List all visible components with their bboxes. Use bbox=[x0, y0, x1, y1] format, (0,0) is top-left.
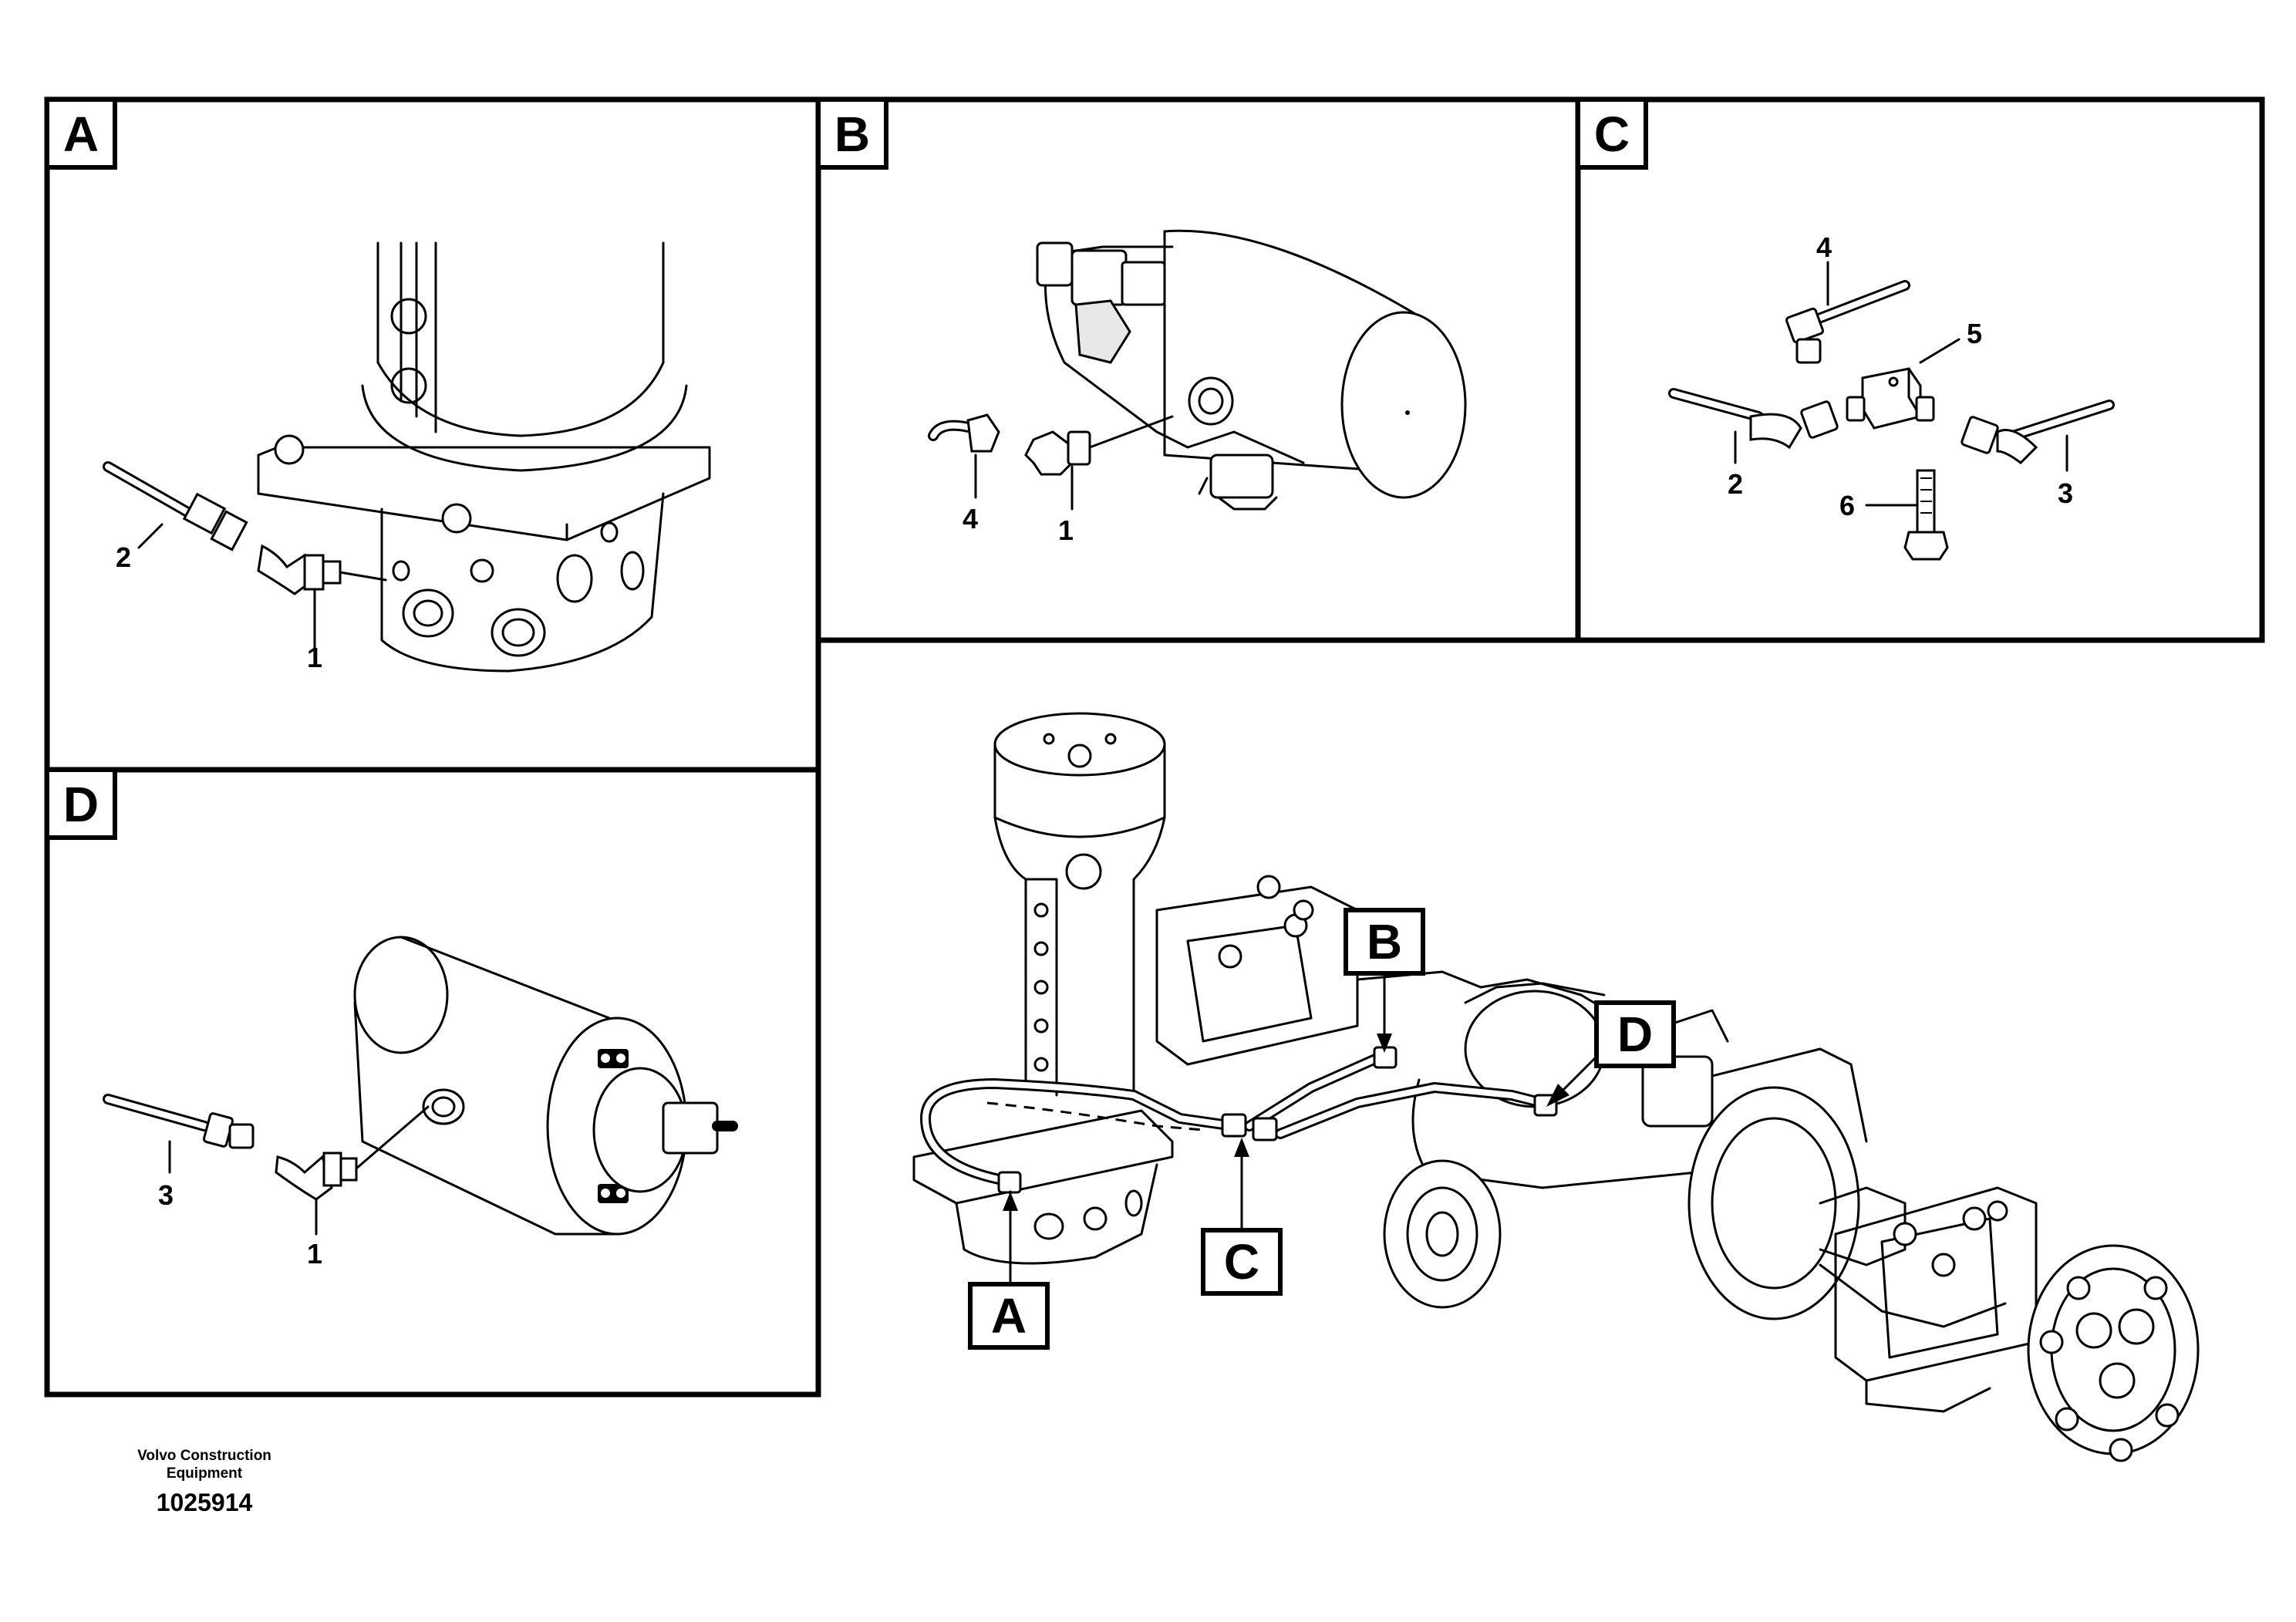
overview-label-d-text: D bbox=[1617, 1007, 1653, 1062]
hose-icon bbox=[103, 1094, 255, 1149]
callout-leader-2 bbox=[137, 523, 164, 549]
panel-d-label: D bbox=[63, 777, 99, 832]
panel-b-label: B bbox=[834, 106, 870, 162]
hose-icon bbox=[103, 461, 248, 551]
overview-label-c-text: C bbox=[1224, 1234, 1259, 1290]
drawing-number: 1025914 bbox=[156, 1489, 253, 1516]
overview-label-d: D bbox=[1546, 1000, 1676, 1107]
callout-2: 2 bbox=[116, 541, 131, 573]
callout-4: 4 bbox=[963, 503, 978, 534]
hose-icon bbox=[1668, 388, 1839, 450]
panel-b-label-box bbox=[816, 97, 888, 170]
panel-c-label: C bbox=[1594, 106, 1630, 162]
panel-c-frame bbox=[1575, 96, 2265, 643]
tee-fitting-icon bbox=[1846, 367, 1935, 430]
panel-a-label-box bbox=[45, 97, 117, 170]
panel-b-frame bbox=[815, 96, 1581, 643]
callout-2: 2 bbox=[1728, 468, 1743, 500]
overview-label-a: A bbox=[968, 1190, 1050, 1350]
panel-a: A bbox=[44, 96, 821, 773]
panel-c-label-box bbox=[1576, 97, 1648, 170]
panel-d-frame bbox=[44, 767, 821, 1398]
panel-b: B 4 bbox=[815, 96, 1581, 643]
panel-a-label: A bbox=[63, 106, 99, 162]
callout-4: 4 bbox=[1816, 231, 1832, 263]
callout-6: 6 bbox=[1839, 490, 1855, 521]
footer: Volvo Construction Equipment 1025914 bbox=[116, 1447, 293, 1517]
panel-d-label-box bbox=[45, 767, 117, 840]
overview-label-b-text: B bbox=[1367, 914, 1402, 969]
overview-label-b: B bbox=[1344, 908, 1425, 1053]
callout-leader-5 bbox=[1919, 338, 1961, 364]
callout-1: 1 bbox=[307, 642, 322, 673]
straight-fitting-icon bbox=[1024, 415, 1174, 476]
callout-1: 1 bbox=[1058, 514, 1074, 546]
manufacturer-name: Volvo Construction Equipment bbox=[137, 1448, 271, 1482]
overview-label-a-text: A bbox=[991, 1288, 1027, 1344]
panel-d: D 3 bbox=[44, 767, 821, 1398]
callout-3: 3 bbox=[2058, 477, 2073, 509]
callout-1: 1 bbox=[307, 1238, 322, 1270]
callout-3: 3 bbox=[158, 1179, 174, 1211]
elbow-fitting-icon bbox=[275, 1105, 430, 1201]
overview-label-c: C bbox=[1201, 1138, 1283, 1296]
hose-icon bbox=[1785, 280, 1910, 364]
callout-5: 5 bbox=[1967, 318, 1982, 349]
elbow-fitting-icon bbox=[257, 544, 387, 595]
axle-assembly-overview bbox=[912, 712, 2200, 1462]
hose-icon bbox=[928, 413, 1000, 453]
panel-a-frame bbox=[44, 96, 821, 773]
panel-c: C bbox=[1575, 96, 2265, 643]
bolt-icon bbox=[1903, 469, 1949, 561]
cylinder-drawing bbox=[353, 936, 738, 1236]
swivel-joint-drawing bbox=[257, 241, 711, 673]
cylinder-drawing bbox=[1036, 229, 1467, 511]
hose-icon bbox=[1961, 400, 2115, 464]
